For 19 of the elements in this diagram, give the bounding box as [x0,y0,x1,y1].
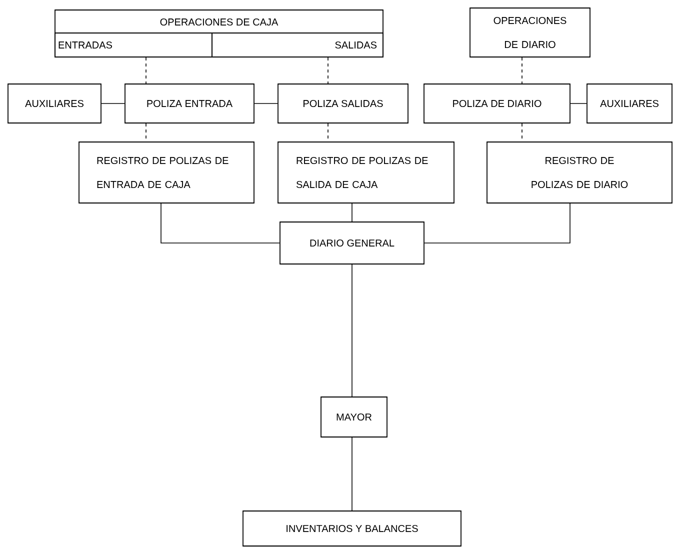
process-box: AUXILIARES [586,84,672,124]
column-cell: ENTRADAS [54,32,212,58]
process-box: POLIZA DE DIARIO [424,84,570,124]
process-box: OPERACIONES DE DIARIO [470,8,590,58]
connector-line [254,103,278,104]
process-box: POLIZA SALIDAS [278,84,408,124]
process-box: POLIZA ENTRADA [124,84,254,124]
process-box: INVENTARIOS Y BALANCES [242,510,462,546]
connector-line [570,103,587,104]
process-box: REGISTRO DE POLIZAS DE SALIDA DE CAJA [278,142,454,204]
connector-line [424,203,570,244]
process-box: DIARIO GENERAL [280,222,424,264]
connector-line [160,203,280,244]
connector-line [101,103,125,104]
process-box: REGISTRO DE POLIZAS DE DIARIO [486,142,672,204]
column-cell: SALIDAS [212,32,384,58]
process-box: MAYOR [320,396,388,438]
process-box: REGISTRO DE POLIZAS DE ENTRADA DE CAJA [78,142,254,204]
process-box: AUXILIARES [8,84,102,124]
